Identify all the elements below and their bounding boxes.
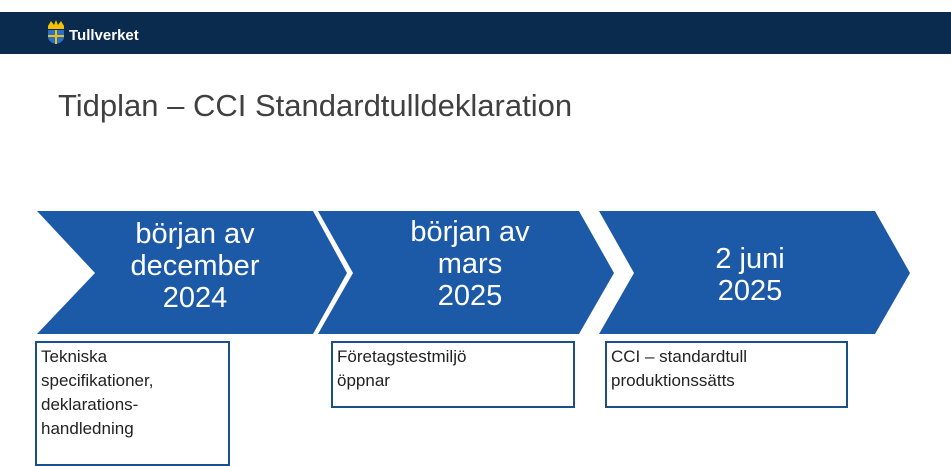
milestone-2-date-line-2: mars [437,248,503,280]
milestone-1-date: början av december 2024 [100,218,290,314]
logo-text: Tullverket [69,26,139,44]
chevron-2 [318,211,614,334]
milestone-2-date-line-1: början av [410,216,530,248]
milestone-3-date: 2 juni 2025 [665,243,835,307]
milestone-2-date-line-3: 2025 [437,280,503,312]
milestone-1-date-line-3: 2024 [162,282,228,314]
tullverket-logo: Tullverket [45,16,139,46]
milestone-1-description: Tekniska specifikationer, deklarations- … [35,341,230,466]
top-strip [0,0,951,12]
milestone-3-date-line-1: 2 juni [715,243,785,275]
chevron-3 [599,211,910,334]
milestone-2-date: början av mars 2025 [375,216,565,312]
milestone-1-date-line-2: december [130,250,260,282]
milestone-3-date-line-2: 2025 [717,275,783,307]
milestone-3-description: CCI – standardtull produktionssätts [605,341,848,408]
milestone-2-description: Företagstestmiljö öppnar [331,341,575,408]
chevron-1 [37,211,347,334]
milestone-1-date-line-1: början av [135,218,255,250]
slide-title: Tidplan – CCI Standardtulldeklaration [58,88,573,123]
crown-shield-icon [48,20,64,44]
header-bar [0,12,951,54]
